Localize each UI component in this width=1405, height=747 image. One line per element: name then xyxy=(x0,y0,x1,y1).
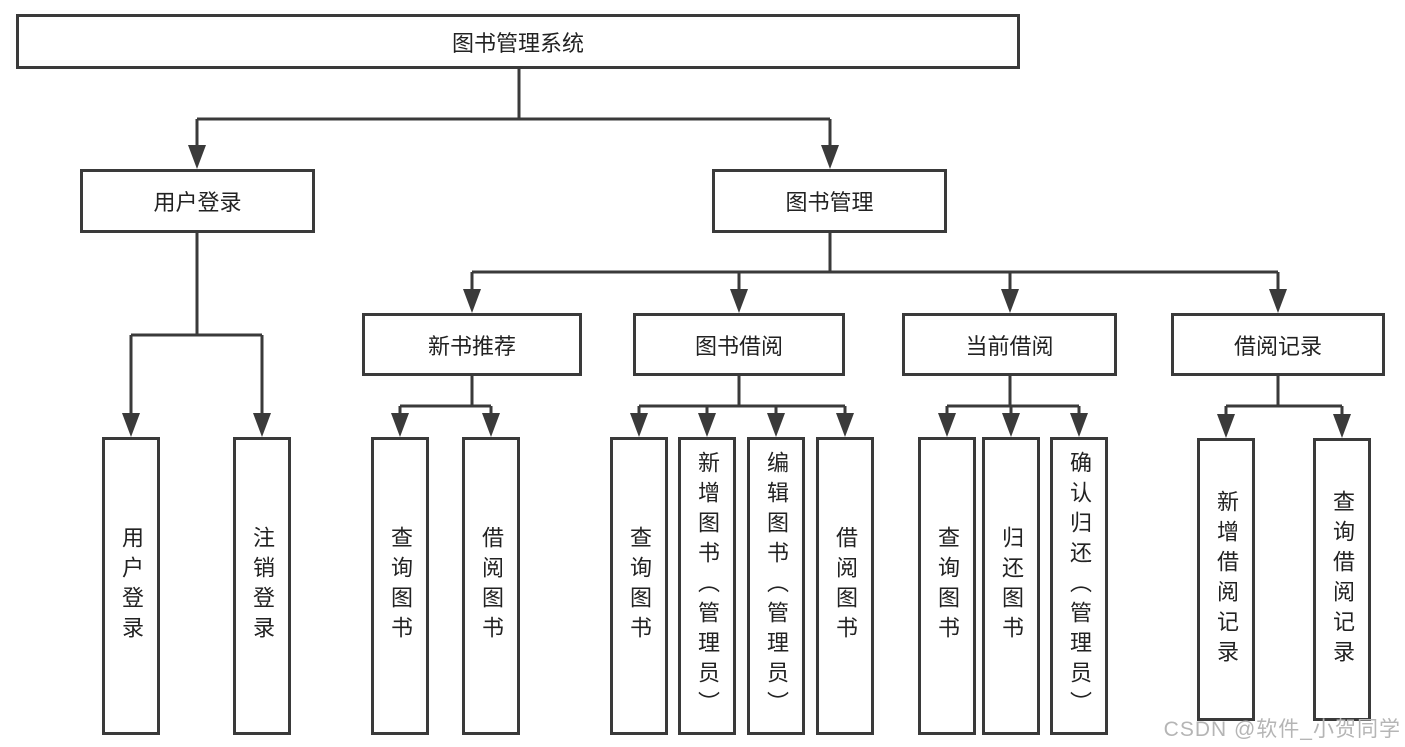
arrowhead xyxy=(1070,413,1088,437)
node-borrowing-records: 借阅记录 xyxy=(1171,313,1385,376)
leaf-label: 新增图书（管理员） xyxy=(695,451,720,721)
arrowhead xyxy=(767,413,785,437)
leaf-borrow-books: 借阅图书 xyxy=(816,437,874,735)
connector-borrow-records-children xyxy=(1217,376,1351,438)
arrowhead xyxy=(1333,414,1351,438)
node-label: 用户登录 xyxy=(153,190,242,215)
arrowhead xyxy=(482,413,500,437)
arrowhead xyxy=(821,145,839,169)
arrowhead xyxy=(730,289,748,313)
leaf-add-books-admin: 新增图书（管理员） xyxy=(678,437,736,735)
leaf-label: 注销登录 xyxy=(250,526,275,646)
leaf-query-books-borrow: 查询图书 xyxy=(610,437,668,735)
leaf-label: 编辑图书（管理员） xyxy=(764,451,789,721)
node-root-system: 图书管理系统 xyxy=(16,14,1020,69)
arrowhead xyxy=(188,145,206,169)
arrowhead xyxy=(938,413,956,437)
node-new-book-recommend: 新书推荐 xyxy=(362,313,582,376)
node-label: 图书管理系统 xyxy=(451,30,584,56)
node-label: 新书推荐 xyxy=(427,333,516,359)
leaf-label: 确认归还（管理员） xyxy=(1067,451,1092,721)
connector-book-mgmt-sections xyxy=(463,233,1287,313)
leaf-label: 归还图书 xyxy=(999,526,1024,646)
node-label: 图书借阅 xyxy=(694,333,783,359)
leaf-label: 查询图书 xyxy=(388,526,413,646)
arrowhead xyxy=(836,413,854,437)
leaf-return-books: 归还图书 xyxy=(982,437,1040,735)
leaf-label: 新增借阅记录 xyxy=(1214,489,1239,670)
leaf-confirm-return-admin: 确认归还（管理员） xyxy=(1050,437,1108,735)
leaf-user-login: 用户登录 xyxy=(102,437,160,735)
leaf-label: 借阅图书 xyxy=(479,526,504,646)
node-book-borrowing: 图书借阅 xyxy=(633,313,845,376)
arrowhead xyxy=(122,413,140,437)
node-book-management: 图书管理 xyxy=(712,169,947,233)
leaf-edit-books-admin: 编辑图书（管理员） xyxy=(747,437,805,735)
leaf-label: 查询图书 xyxy=(627,526,652,646)
arrowhead xyxy=(1002,413,1020,437)
connector-current-borrow-children xyxy=(938,376,1088,437)
arrowhead xyxy=(391,413,409,437)
arrowhead xyxy=(1001,289,1019,313)
arrowhead xyxy=(698,413,716,437)
leaf-query-books-current: 查询图书 xyxy=(918,437,976,735)
leaf-label: 查询借阅记录 xyxy=(1330,489,1355,670)
arrowhead xyxy=(253,413,271,437)
leaf-label: 查询图书 xyxy=(935,526,960,646)
leaf-query-books-recommend: 查询图书 xyxy=(371,437,429,735)
leaf-query-borrow-record: 查询借阅记录 xyxy=(1313,438,1371,721)
node-user-login: 用户登录 xyxy=(80,169,315,233)
connector-root-to-level2 xyxy=(188,69,839,169)
leaf-add-borrow-record: 新增借阅记录 xyxy=(1197,438,1255,721)
leaf-borrow-books-recommend: 借阅图书 xyxy=(462,437,520,735)
arrowhead xyxy=(463,289,481,313)
node-label: 借阅记录 xyxy=(1233,333,1322,359)
leaf-logout: 注销登录 xyxy=(233,437,291,735)
arrowhead xyxy=(630,413,648,437)
leaf-label: 借阅图书 xyxy=(833,526,858,646)
connector-book-borrow-children xyxy=(630,376,854,437)
leaf-label: 用户登录 xyxy=(119,526,144,646)
arrowhead xyxy=(1269,289,1287,313)
arrowhead xyxy=(1217,414,1235,438)
node-label: 图书管理 xyxy=(785,190,874,215)
csdn-watermark: CSDN @软件_小贺同学 xyxy=(1163,718,1401,741)
connector-new-book-rec-children xyxy=(391,376,500,437)
node-label: 当前借阅 xyxy=(965,333,1054,359)
connector-user-login-children xyxy=(122,233,271,437)
node-current-borrowing: 当前借阅 xyxy=(902,313,1117,376)
